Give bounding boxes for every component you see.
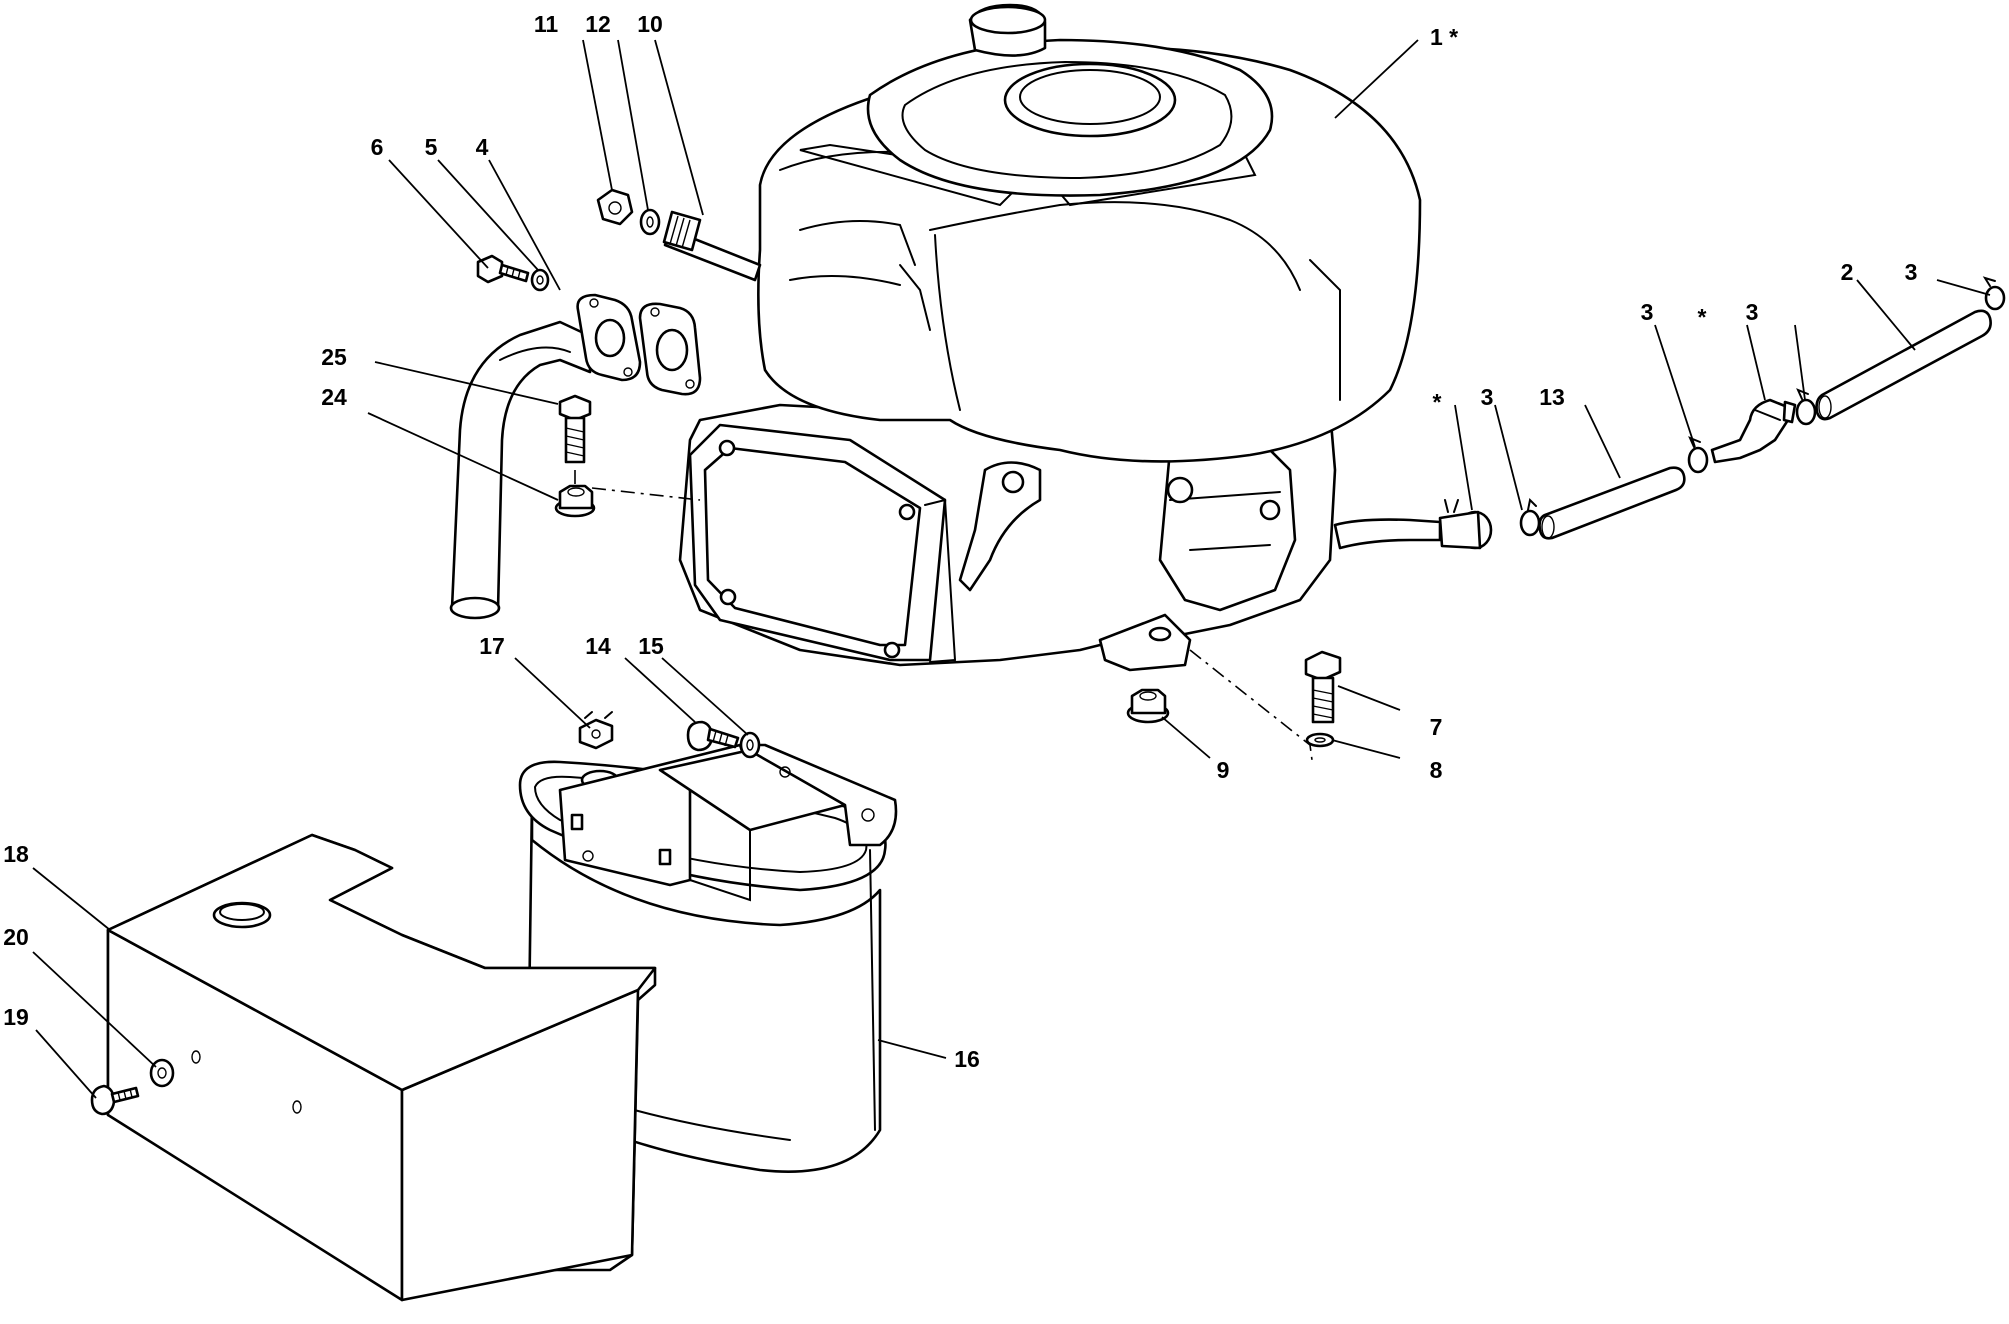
callout-6: 6 <box>371 134 384 160</box>
hose-clamp <box>1687 436 1709 474</box>
flange-nut-9 <box>1126 688 1170 724</box>
washer <box>639 208 661 236</box>
flange-bolt <box>476 254 530 284</box>
engine-assembly <box>678 3 1422 672</box>
callout-16: 16 <box>954 1046 980 1072</box>
callout-7: 7 <box>1430 714 1443 740</box>
heat-shield <box>106 833 657 1302</box>
callout-3: 3 <box>1641 299 1654 325</box>
callout-24: 24 <box>321 384 347 410</box>
assembly-axis-exhaust <box>574 470 701 501</box>
callout-5: 5 <box>425 134 438 160</box>
callout-12: 12 <box>585 11 611 37</box>
washer-20 <box>149 1058 175 1088</box>
callout-labels: 1 * 2 3 3 3 3 4 5 6 7 8 9 10 11 12 13 14… <box>3 11 1917 1072</box>
callout-20: 20 <box>3 924 29 950</box>
callout-1: 1 * <box>1430 24 1458 50</box>
hose-clamp <box>1519 497 1541 537</box>
callout-10: 10 <box>637 11 663 37</box>
hex-nut <box>596 188 634 226</box>
hose-clamp <box>1795 388 1817 426</box>
callout-13: 13 <box>1539 384 1565 410</box>
callout-9: 9 <box>1217 757 1230 783</box>
callout-3: 3 <box>1481 384 1494 410</box>
fuel-shutoff-valve <box>1438 499 1493 550</box>
star-washer-8 <box>1305 732 1335 748</box>
muffler-bracket <box>558 743 898 902</box>
callout-asterisk: * <box>1698 304 1707 330</box>
bolt-14 <box>686 720 740 752</box>
lock-washer <box>530 268 550 292</box>
serrated-washer-15 <box>739 731 761 759</box>
fuel-filter-elbow <box>1710 398 1797 464</box>
exhaust-gasket <box>638 302 702 396</box>
hex-bolt-7 <box>1304 650 1342 724</box>
exhaust-pipe <box>449 320 592 620</box>
callout-2: 2 <box>1841 259 1854 285</box>
assembly-axis-mount <box>1189 649 1313 761</box>
hose-clamp <box>1982 276 2006 311</box>
callout-asterisk: * <box>1433 389 1442 415</box>
callout-25: 25 <box>321 344 347 370</box>
callout-8: 8 <box>1430 757 1443 783</box>
callout-15: 15 <box>638 633 664 659</box>
callout-4: 4 <box>476 134 489 160</box>
callout-14: 14 <box>585 633 611 659</box>
callout-18: 18 <box>3 841 29 867</box>
callout-19: 19 <box>3 1004 29 1030</box>
callout-11: 11 <box>534 11 559 37</box>
leader-lines <box>32 39 1991 1099</box>
callout-3: 3 <box>1905 259 1918 285</box>
dipstick-tube <box>662 210 762 282</box>
screw-19 <box>90 1084 140 1116</box>
fuel-hose-from-engine <box>1333 518 1442 550</box>
flange-nut-24 <box>554 484 596 518</box>
cage-nut-17 <box>578 711 614 750</box>
hex-bolt-25 <box>558 394 592 464</box>
callout-17: 17 <box>479 633 505 659</box>
fuel-hose-2 <box>1815 309 1992 421</box>
callout-3: 3 <box>1746 299 1759 325</box>
exhaust-flange <box>576 293 642 382</box>
fuel-hose-13 <box>1538 466 1686 540</box>
